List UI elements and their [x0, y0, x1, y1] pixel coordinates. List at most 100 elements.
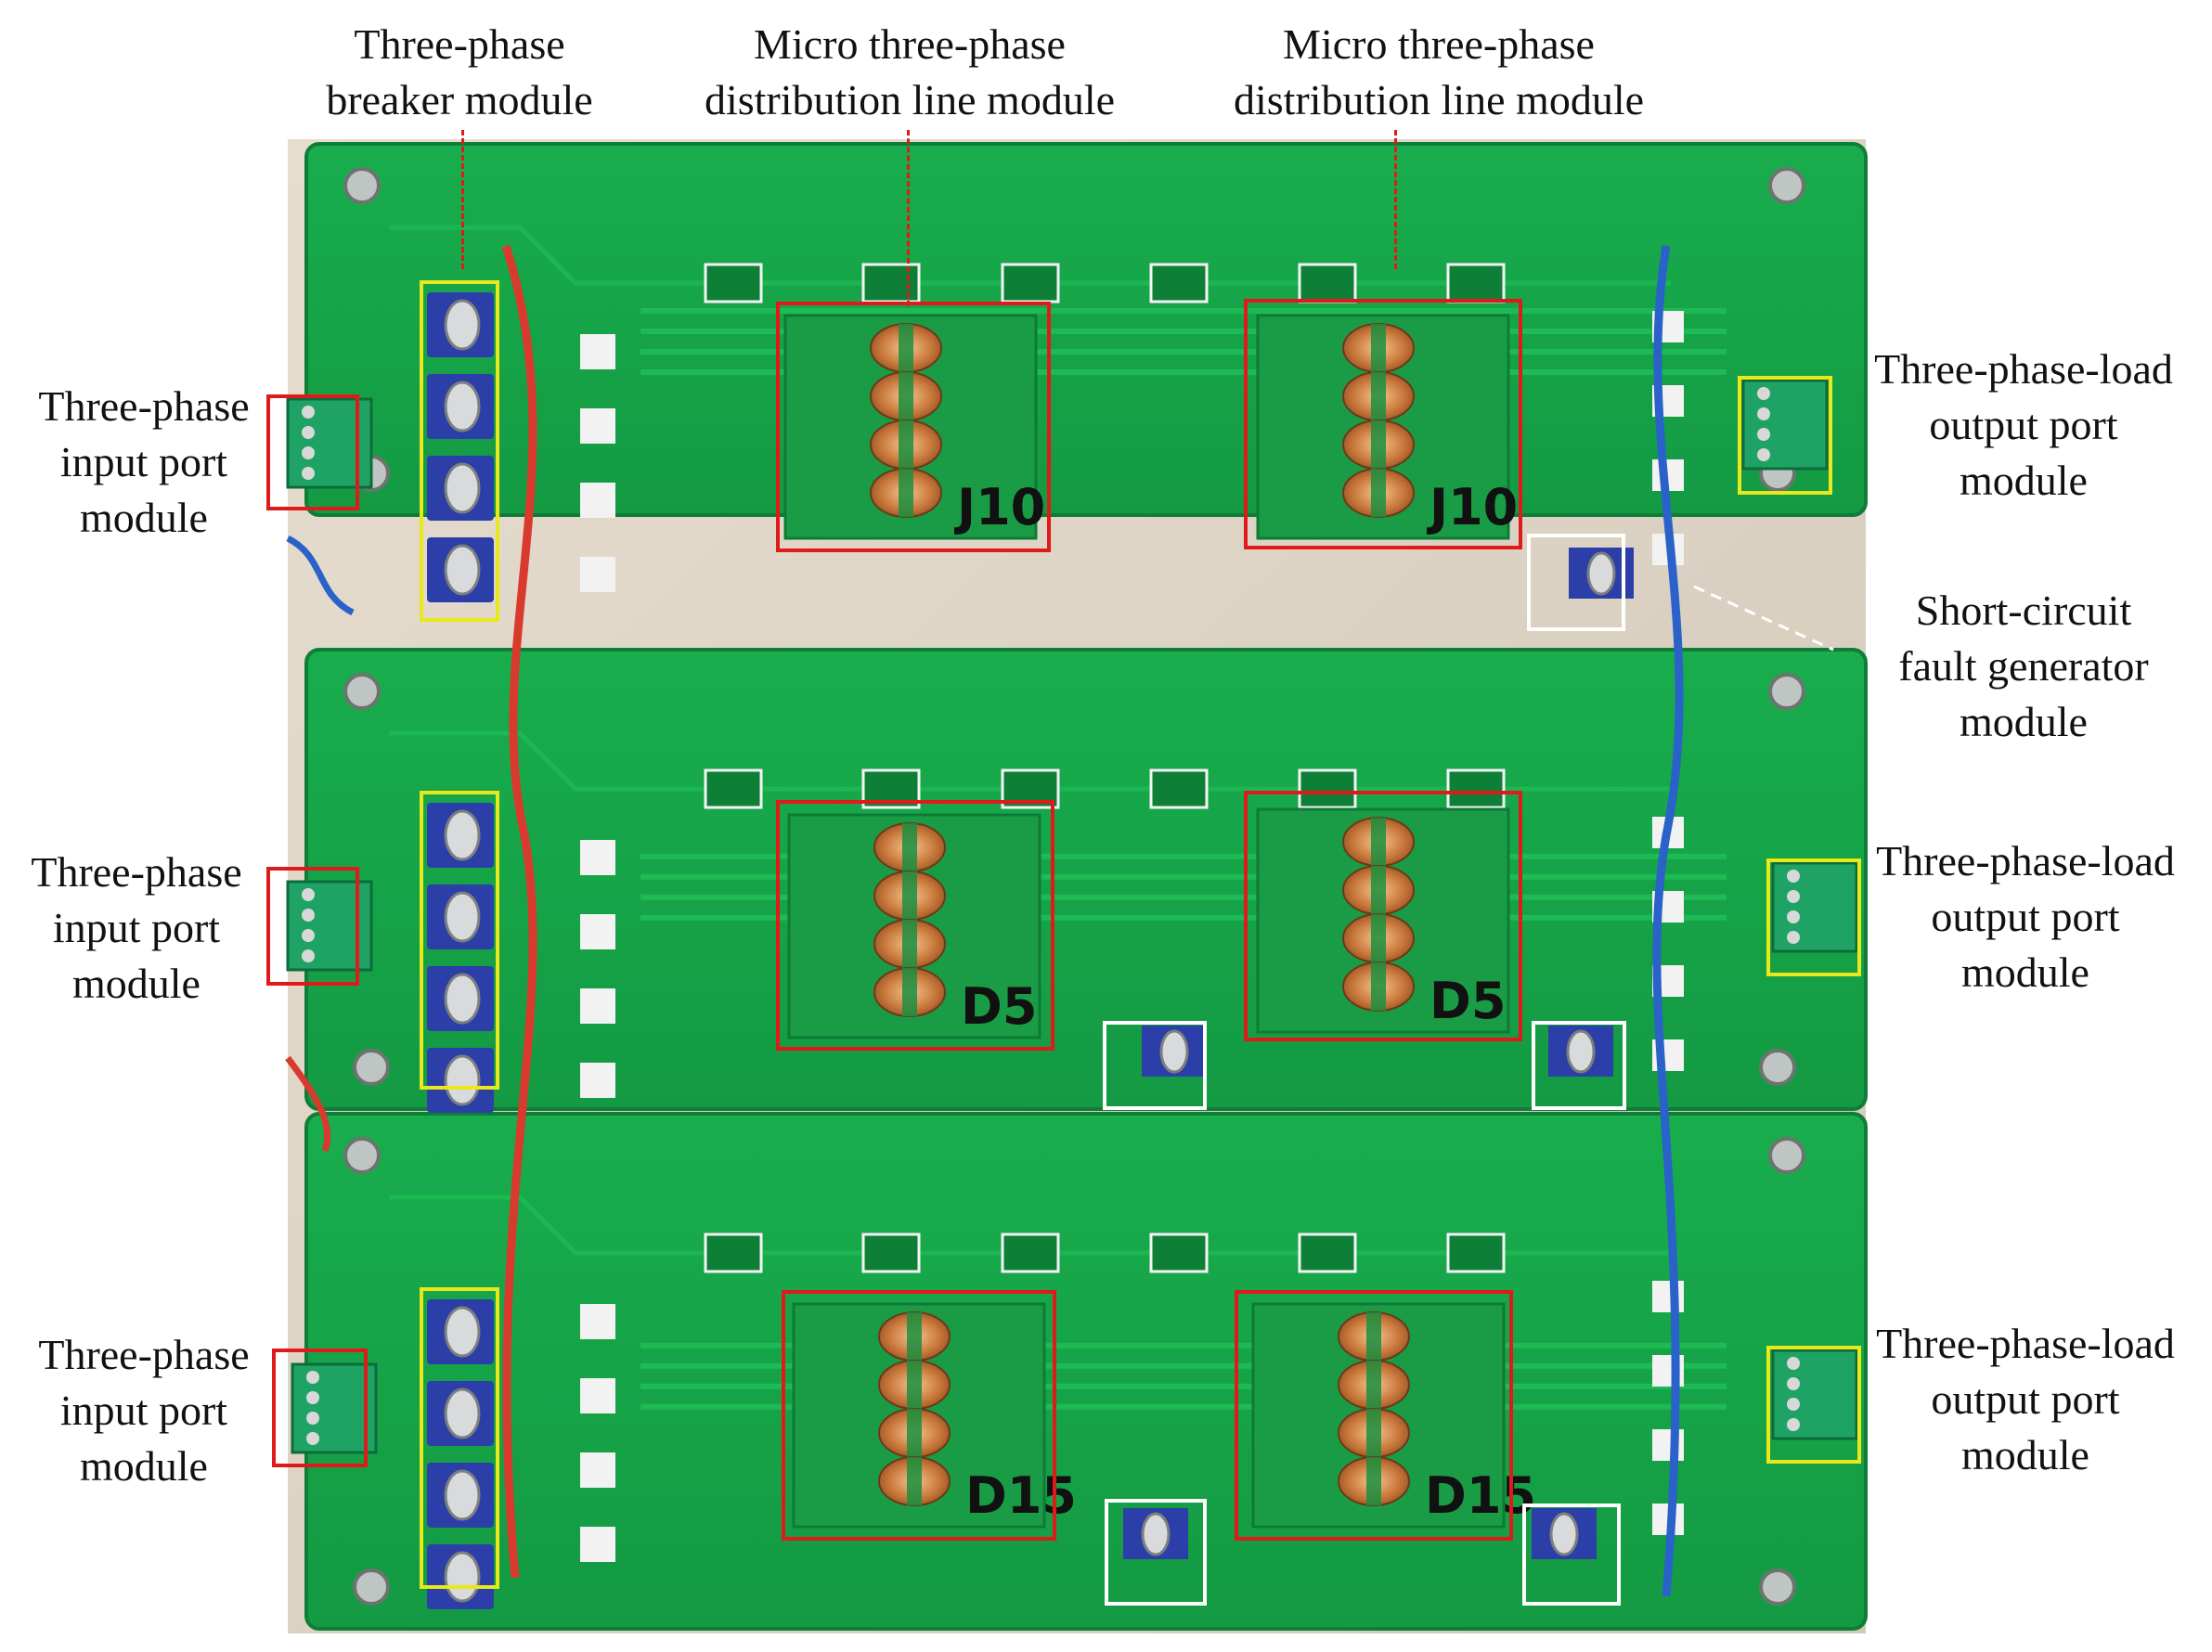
terminal-screw	[306, 1432, 319, 1445]
breaker-box-mid	[420, 791, 499, 1090]
coil-core	[902, 968, 917, 1016]
pcb-pad	[580, 557, 615, 592]
fault-switch-box-bottom-right	[1522, 1504, 1621, 1606]
output-terminal-bottom	[1771, 1349, 1858, 1440]
coil-core	[1366, 1361, 1381, 1409]
input-port-mid-line-1: Three-phase	[31, 848, 242, 896]
toggle-switch-lever	[444, 1306, 481, 1358]
terminal-screw	[1787, 1357, 1800, 1370]
load-port-box-bottom	[1766, 1346, 1861, 1464]
line-module-2-leader-line	[1394, 130, 1397, 269]
load-port-mid-line-3: module	[1961, 949, 2089, 996]
line-module-2-label-line-2: distribution line module	[1233, 76, 1645, 123]
coil-core	[902, 920, 917, 968]
smd-cluster	[704, 768, 763, 809]
fault-switch-lever	[1159, 1029, 1189, 1074]
coil-core	[907, 1312, 922, 1361]
fault-label-line-2: fault generator	[1898, 642, 2149, 690]
line-module-2-label: Micro three-phase distribution line modu…	[1197, 17, 1680, 128]
smd-cluster	[1001, 263, 1060, 303]
terminal-screw	[1787, 931, 1800, 944]
smd-cluster	[861, 1233, 921, 1273]
blue-wire-left	[286, 535, 355, 616]
terminal-screw	[1787, 1377, 1800, 1390]
pcb-pad	[1652, 1429, 1684, 1461]
coil-core	[1371, 818, 1386, 866]
terminal-screw	[1757, 387, 1770, 400]
fault-switch-lever	[1141, 1512, 1171, 1556]
smd-cluster	[1298, 1233, 1357, 1273]
pcb-pad	[580, 1063, 615, 1098]
pcb-pad	[580, 1378, 615, 1413]
terminal-screw	[302, 909, 315, 922]
coil-core	[1371, 372, 1386, 420]
board-handwritten-mark: D5	[1429, 972, 1506, 1030]
smd-cluster	[1446, 768, 1506, 809]
fault-label-line-1: Short-circuit	[1915, 587, 2132, 634]
fault-switch-box-mid-right	[1532, 1021, 1626, 1110]
line-module-1-label-line-2: distribution line module	[704, 76, 1116, 123]
breaker-leader-line	[461, 130, 464, 269]
smd-cluster	[861, 263, 921, 303]
coil-core	[1371, 420, 1386, 469]
line-module-box-2	[1244, 299, 1522, 549]
input-port-label-mid: Three-phase input port module	[2, 845, 271, 1012]
terminal-screw	[1787, 1398, 1800, 1411]
coil-core	[899, 420, 913, 469]
terminal-screw	[302, 446, 315, 459]
pcb-pad	[1652, 1281, 1684, 1312]
coil-core	[907, 1409, 922, 1457]
input-port-box-bottom	[272, 1349, 368, 1467]
coil-core	[1366, 1457, 1381, 1505]
input-terminal-bottom	[291, 1362, 378, 1454]
input-port-box-mid	[266, 867, 359, 986]
board-handwritten-mark: D5	[961, 977, 1037, 1036]
breaker-box-bottom	[420, 1287, 499, 1589]
terminal-screw	[1787, 910, 1800, 923]
board-handwritten-mark: D15	[1425, 1466, 1536, 1525]
mounting-screw	[1768, 1137, 1805, 1174]
pcb-trace	[390, 730, 1671, 792]
mounting-screw	[343, 167, 381, 204]
terminal-screw	[302, 949, 315, 962]
red-wire	[501, 244, 537, 1579]
breaker-module-label: Three-phase breaker module	[297, 17, 622, 128]
board-handwritten-mark: J10	[1426, 478, 1518, 536]
pcb-pad	[580, 334, 615, 369]
pcb-pad	[580, 1452, 615, 1488]
coil-core	[1371, 866, 1386, 914]
input-port-bottom-line-3: module	[80, 1442, 208, 1490]
board-handwritten-mark: J10	[953, 478, 1045, 536]
fault-switch-lever	[1586, 551, 1616, 596]
pcb-board-3	[304, 1112, 1868, 1631]
input-port-top-line-1: Three-phase	[38, 382, 250, 430]
terminal-screw	[306, 1371, 319, 1384]
load-port-label-top: Three-phase-load output port module	[1847, 342, 2200, 509]
input-port-top-line-2: input port	[59, 438, 228, 485]
line-module-box-3	[776, 800, 1054, 1051]
input-port-bottom-line-1: Three-phase	[38, 1331, 250, 1378]
coil-core	[1371, 962, 1386, 1011]
input-port-box-top	[266, 394, 359, 510]
terminal-screw	[306, 1391, 319, 1404]
load-port-bottom-line-3: module	[1961, 1431, 2089, 1478]
mounting-screw	[343, 673, 381, 710]
coil-core	[1371, 324, 1386, 372]
coil-core	[902, 823, 917, 871]
terminal-screw	[1787, 1418, 1800, 1431]
breaker-label-line-1: Three-phase	[354, 20, 565, 68]
load-port-bottom-line-2: output port	[1931, 1375, 2120, 1423]
pcb-pad	[580, 840, 615, 875]
toggle-switch-lever	[444, 299, 481, 351]
load-port-bottom-line-1: Three-phase-load	[1876, 1320, 2175, 1367]
load-port-top-line-3: module	[1960, 457, 2088, 504]
coil-core	[899, 324, 913, 372]
input-port-mid-line-2: input port	[52, 904, 221, 951]
line-module-box-1	[776, 302, 1051, 552]
terminal-screw	[302, 406, 315, 419]
mounting-screw	[343, 1137, 381, 1174]
terminal-screw	[302, 467, 315, 480]
input-port-mid-line-3: module	[72, 960, 201, 1007]
